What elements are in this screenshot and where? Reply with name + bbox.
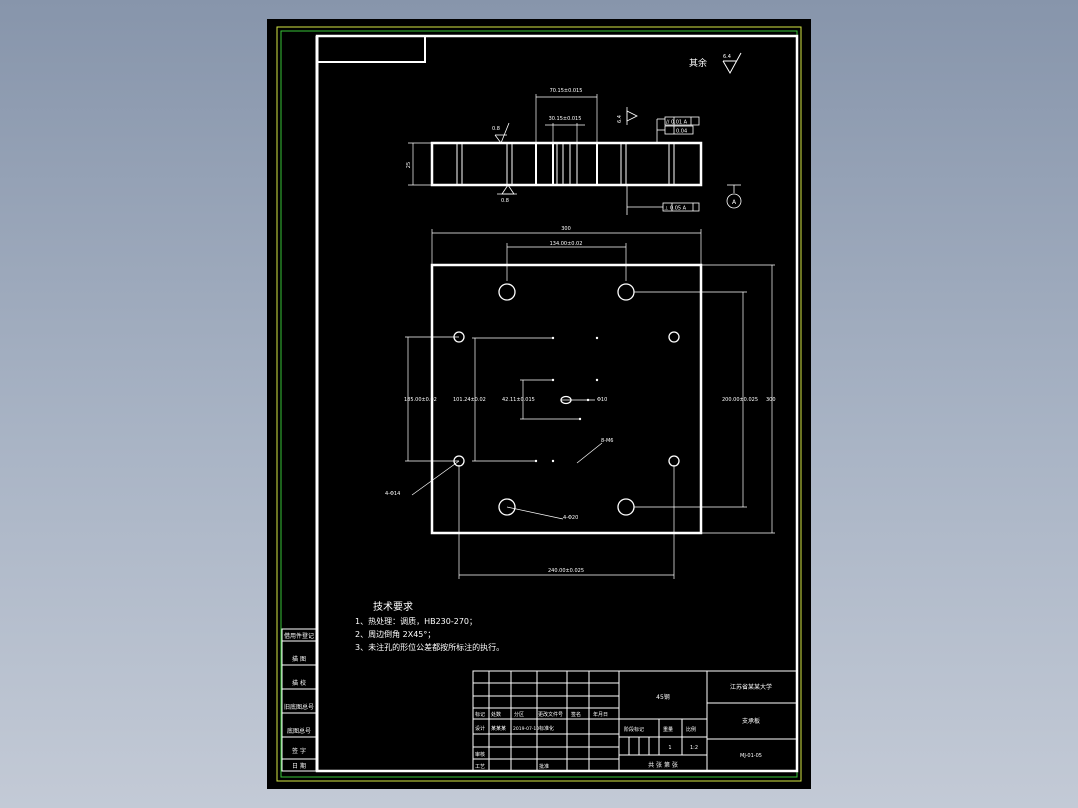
tb-weight: 1	[668, 745, 671, 751]
dim-bottom-spacing: 240.00±0.025	[548, 568, 584, 574]
datum-a-icon	[726, 184, 742, 209]
dim-width-overall: 300	[561, 226, 571, 232]
dim-left-outer: 185.00±0.02	[404, 397, 437, 403]
side-label-6: 日 期	[292, 762, 306, 770]
plan-view: 300 134.00±0.02	[385, 226, 776, 579]
datum-a-label: A	[732, 199, 737, 206]
hole-20-4	[617, 498, 635, 516]
side-label-3: 旧底图总号	[284, 703, 314, 711]
drawing-sheet: 借用件登记 描 图 描 校 旧底图总号 底图总号 签 字 日 期 其余 6.4	[267, 19, 811, 789]
tb-stage-label: 阶段标记	[624, 726, 644, 733]
outer-frame-yellow	[276, 26, 802, 782]
side-view: 25 70.15±0.015 30.15±0.015 0.8 0.8 6	[406, 88, 742, 215]
label-hole-m6: 8-M6	[601, 438, 613, 444]
tb-sheets: 共 张 第 张	[648, 761, 678, 769]
tb-drawing-no: MJ-01-05	[740, 753, 762, 759]
hole-20-3	[498, 498, 516, 516]
rough-bottom-value: 0.8	[501, 198, 509, 204]
tol-parallel: // 0.01 A	[666, 120, 688, 126]
tech-title: 技术要求	[373, 600, 413, 613]
tech-item-2: 2、周边倒角 2X45°；	[355, 629, 435, 639]
cad-drawing: 借用件登记 描 图 描 校 旧底图总号 底图总号 签 字 日 期 其余 6.4	[276, 26, 802, 782]
tb-process: 工艺	[475, 764, 485, 770]
roughness-top-icon	[494, 122, 510, 144]
dim-thickness: 25	[406, 162, 412, 168]
dim-top-inner: 30.15±0.015	[549, 116, 582, 122]
tb-company: 江苏省某某大学	[730, 683, 772, 691]
tb-design-3: 标准化	[539, 725, 554, 732]
tb-scale: 1:2	[690, 745, 698, 751]
tb-design-0: 设计	[475, 725, 485, 732]
tb-h-3: 更改文件号	[538, 711, 563, 718]
tb-weight-label: 重量	[663, 726, 673, 733]
tb-h-5: 年月日	[593, 711, 608, 718]
hole-14-4	[668, 455, 680, 467]
hole-20-1	[498, 283, 516, 301]
side-strip	[281, 628, 318, 772]
tb-material: 45钢	[656, 693, 670, 701]
tb-h-4: 签名	[571, 711, 581, 718]
dim-hole-spacing-top: 134.00±0.02	[550, 241, 583, 247]
drawing-code-box	[316, 35, 426, 63]
dim-center-hole: Φ10	[597, 397, 607, 403]
tb-part-name: 支承板	[742, 717, 760, 725]
tb-scale-label: 比例	[686, 726, 696, 733]
tech-item-3: 3、未注孔的形位公差都按所标注的执行。	[355, 642, 504, 652]
dim-top-outer: 70.15±0.015	[550, 88, 583, 94]
tb-h-2: 分区	[514, 711, 524, 718]
rough-top-value: 0.8	[492, 126, 500, 132]
roughness-side-icon	[626, 107, 638, 125]
side-view-outline	[430, 141, 703, 187]
tb-approve: 批准	[539, 763, 549, 770]
tb-h-0: 标记	[475, 711, 485, 718]
tech-item-1: 1、热处理：调质，HB230-270；	[355, 616, 477, 626]
side-label-5: 签 字	[292, 747, 306, 755]
tol-flatness: 0.04	[676, 129, 687, 135]
roughness-rest-value: 6.4	[723, 54, 731, 60]
tol-perpendicular: ⊥ 0.05 A	[664, 206, 687, 212]
side-label-1: 描 图	[292, 655, 306, 663]
side-label-0: 借用件登记	[284, 632, 314, 640]
roughness-bottom-icon	[497, 184, 517, 195]
hole-14-2	[668, 331, 680, 343]
side-label-4: 底图总号	[287, 727, 311, 735]
dim-center-small: 42.11±0.015	[502, 397, 535, 403]
tb-review: 审核	[475, 751, 485, 758]
label-hole-4x20: 4-Φ20	[563, 515, 578, 521]
side-label-2: 描 校	[292, 679, 306, 687]
label-hole-4x14: 4-Φ14	[385, 491, 400, 497]
roughness-rest-icon	[722, 52, 742, 75]
plate-outline	[430, 263, 703, 535]
dim-right-overall: 300	[766, 397, 776, 403]
dim-left-inner: 101.24±0.02	[453, 397, 486, 403]
hole-20-2	[617, 283, 635, 301]
tb-design-2: 2019-07-10	[513, 726, 539, 732]
tb-h-1: 处数	[491, 711, 501, 718]
dim-right-height: 200.00±0.025	[722, 397, 758, 403]
roughness-rest-label: 其余	[689, 57, 707, 69]
tb-design-1: 某某某	[491, 726, 506, 732]
rough-side-value: 6.4	[617, 115, 623, 123]
title-block	[472, 670, 798, 772]
